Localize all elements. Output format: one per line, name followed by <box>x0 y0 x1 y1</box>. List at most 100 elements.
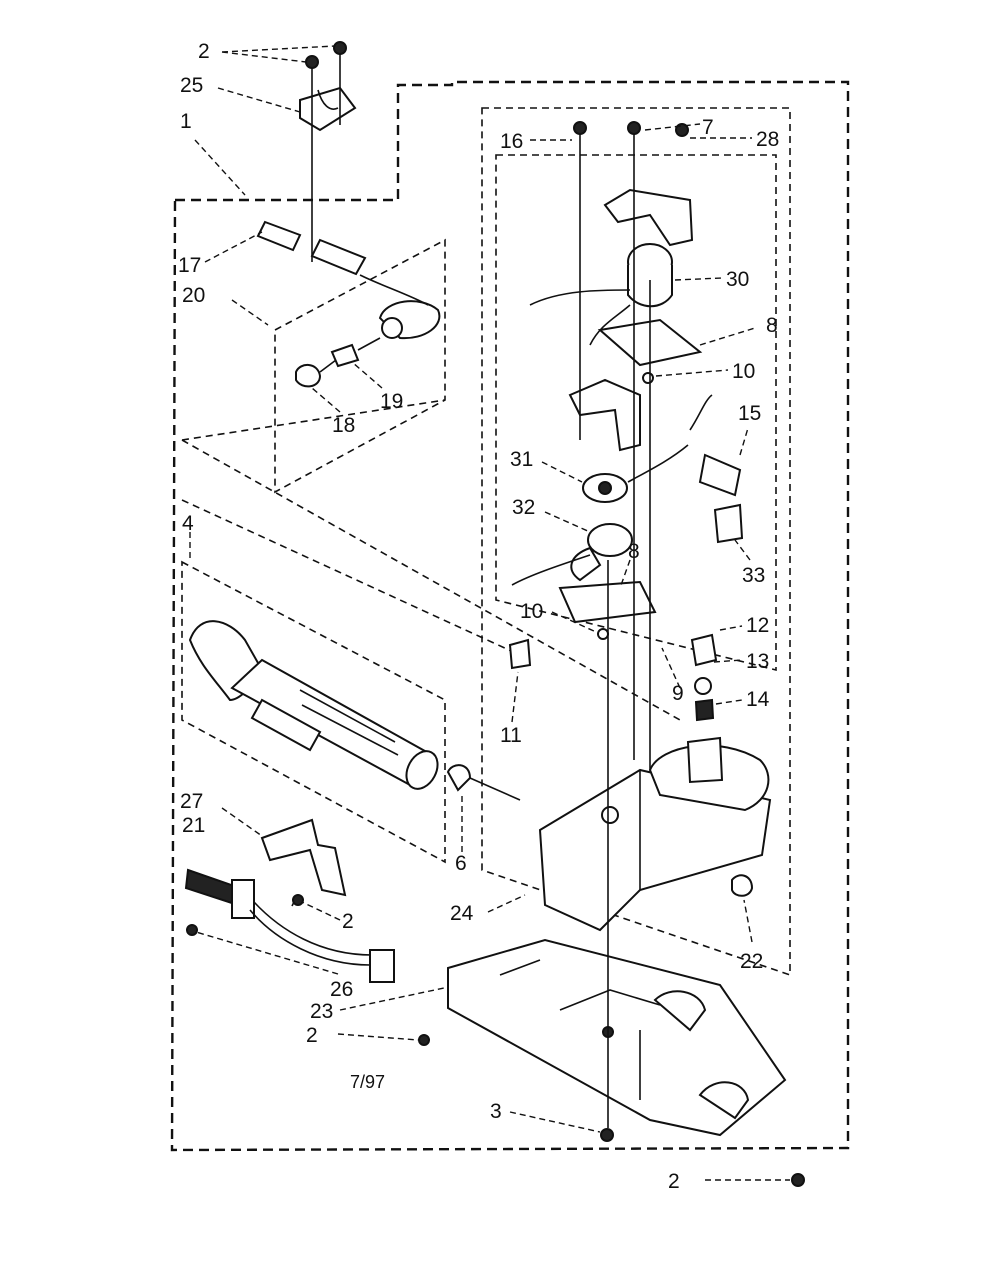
leader-2a <box>221 45 336 63</box>
leader-10b <box>551 611 597 633</box>
label-16: 16 <box>500 130 523 153</box>
label-26: 26 <box>330 978 353 1001</box>
fitting-part-18 <box>295 364 322 388</box>
motor-part-4 <box>188 620 439 790</box>
label-3: 3 <box>490 1100 502 1123</box>
top-bracket <box>603 188 694 247</box>
label-8-lower: 8 <box>628 540 640 563</box>
label-2-base: 2 <box>306 1024 318 1047</box>
fitting-part-19 <box>330 343 360 368</box>
leader-8a <box>699 327 756 346</box>
knob-part-12 <box>690 633 718 667</box>
clip-part-25 <box>299 86 357 132</box>
coil-part-31 <box>582 444 689 503</box>
mid-bracket <box>568 378 641 452</box>
leader-23 <box>339 987 445 1011</box>
screw-base-left <box>418 1034 430 1046</box>
label-2-bottom: 2 <box>668 1170 680 1193</box>
label-8-upper: 8 <box>766 314 778 337</box>
label-2-mid: 2 <box>342 910 354 933</box>
label-1: 1 <box>180 110 192 133</box>
leader-32 <box>544 511 591 533</box>
screw-left-mid <box>292 894 304 906</box>
leader-15 <box>739 427 749 456</box>
assembly-boundary-outline <box>170 80 850 1152</box>
fitting-part-6 <box>446 764 472 792</box>
label-2-top: 2 <box>198 40 210 63</box>
leader-27 <box>221 807 263 837</box>
date-code: 7/97 <box>350 1072 385 1092</box>
leader-10a <box>655 369 729 377</box>
valve-part-20 <box>359 274 441 340</box>
label-24: 24 <box>450 902 474 925</box>
label-32: 32 <box>512 496 535 519</box>
screw-part-3 <box>600 1128 614 1142</box>
label-9: 9 <box>672 682 684 705</box>
leader-17 <box>204 231 263 263</box>
connector-part-21 <box>184 868 255 919</box>
leader-20 <box>231 299 269 326</box>
bracket-part-27 <box>260 818 347 897</box>
label-13: 13 <box>746 650 769 673</box>
tube-part-17 <box>256 220 367 276</box>
screw-part-28 <box>675 123 689 137</box>
leader-19 <box>351 361 383 389</box>
label-4: 4 <box>182 512 194 535</box>
leader-22 <box>743 899 753 943</box>
leader-7 <box>644 123 701 131</box>
screw-part-7 <box>627 121 641 135</box>
washer-part-13 <box>694 677 712 695</box>
leader-33 <box>734 539 751 561</box>
label-10-lower: 10 <box>520 600 543 623</box>
screw-part-16 <box>573 121 587 135</box>
label-27: 27 <box>180 790 203 813</box>
leader-1 <box>194 139 246 196</box>
switch-stack-boundary <box>495 154 777 672</box>
label-30: 30 <box>726 268 749 291</box>
leader-3 <box>509 1111 601 1133</box>
leader-30 <box>674 277 723 281</box>
label-12: 12 <box>746 614 769 637</box>
leader-9 <box>661 647 681 689</box>
nut-part-22 <box>731 874 754 897</box>
leader-24 <box>487 894 526 913</box>
harness-part-15 <box>689 394 742 497</box>
leader-14 <box>715 699 743 705</box>
valve-box-diagonal <box>181 399 446 441</box>
label-33: 33 <box>742 564 765 587</box>
label-25: 25 <box>180 74 203 97</box>
base-plate-part-23 <box>447 938 787 1137</box>
spring-part-14 <box>694 698 715 722</box>
washer-part-10a <box>642 372 654 384</box>
leader-2b <box>301 901 341 921</box>
leader-12 <box>719 625 743 631</box>
leader-13 <box>713 659 743 663</box>
label-23: 23 <box>310 1000 333 1023</box>
label-14: 14 <box>746 688 770 711</box>
leader-31 <box>541 461 583 483</box>
screw-top-2 <box>305 55 319 69</box>
leader-26 <box>195 931 339 975</box>
screw-top-1 <box>333 41 347 55</box>
leader-11 <box>511 671 519 723</box>
label-22: 22 <box>740 950 763 973</box>
label-7: 7 <box>702 116 714 139</box>
cam-part-32 <box>511 523 633 586</box>
label-11: 11 <box>500 724 522 747</box>
label-28: 28 <box>756 128 779 151</box>
connector-part-33 <box>713 503 744 544</box>
label-15: 15 <box>738 402 761 425</box>
motor-subassembly-box <box>181 560 446 864</box>
terminal-part-11 <box>508 638 532 670</box>
label-19: 19 <box>380 390 403 413</box>
leader-18 <box>311 387 341 413</box>
leader-25 <box>217 87 301 113</box>
label-21: 21 <box>182 814 205 837</box>
label-10-upper: 10 <box>732 360 755 383</box>
diagonal-guide-line-2 <box>181 499 521 656</box>
harness-part-26 <box>186 901 395 983</box>
leader-2c <box>337 1033 419 1041</box>
gear-motor-part-24 <box>538 736 772 932</box>
motor-housing-boundary <box>481 107 791 977</box>
